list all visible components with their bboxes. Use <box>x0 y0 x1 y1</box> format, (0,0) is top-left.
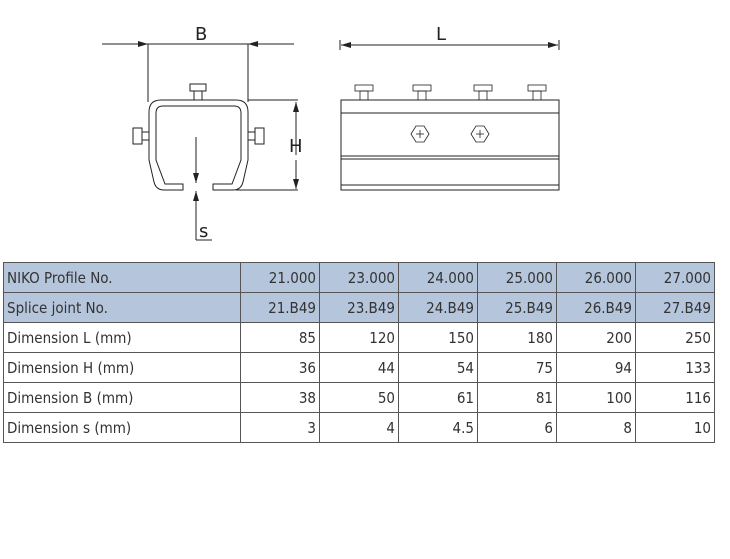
table-cell: 4 <box>319 412 399 443</box>
table-cell: 250 <box>635 322 715 353</box>
profile-cross-section: B H s <box>102 24 303 242</box>
table-cell: 21.000 <box>240 262 320 293</box>
table-cell: 21.B49 <box>240 292 320 323</box>
table-cell: 23.000 <box>319 262 399 293</box>
table-cell: 94 <box>556 352 636 383</box>
table-cell: 116 <box>635 382 715 413</box>
dimension-l-label: L <box>436 24 446 45</box>
table-cell: 26.B49 <box>556 292 636 323</box>
table-cell: 25.000 <box>477 262 557 293</box>
table-cell: 133 <box>635 352 715 383</box>
table-cell: 100 <box>556 382 636 413</box>
table-cell: 50 <box>319 382 399 413</box>
row-label: Dimension H (mm) <box>3 352 241 383</box>
table-cell: 120 <box>319 322 399 353</box>
table-cell: 27.000 <box>635 262 715 293</box>
table-cell: 54 <box>398 352 478 383</box>
table-cell: 150 <box>398 322 478 353</box>
table-cell: 24.B49 <box>398 292 478 323</box>
table-cell: 4.5 <box>398 412 478 443</box>
table-cell: 81 <box>477 382 557 413</box>
dimension-b-label: B <box>195 24 207 45</box>
row-label: Dimension B (mm) <box>3 382 241 413</box>
table-cell: 23.B49 <box>319 292 399 323</box>
table-cell: 75 <box>477 352 557 383</box>
table-cell: 26.000 <box>556 262 636 293</box>
table-cell: 25.B49 <box>477 292 557 323</box>
table-cell: 6 <box>477 412 557 443</box>
dimension-h-label: H <box>289 136 303 157</box>
table-cell: 44 <box>319 352 399 383</box>
table-cell: 27.B49 <box>635 292 715 323</box>
table-cell: 38 <box>240 382 320 413</box>
table-cell: 10 <box>635 412 715 443</box>
technical-drawing: B H s L <box>102 24 560 242</box>
row-label: NIKO Profile No. <box>3 262 241 293</box>
table-cell: 8 <box>556 412 636 443</box>
row-label: Dimension s (mm) <box>3 412 241 443</box>
dimension-s-label: s <box>199 221 208 242</box>
table-cell: 200 <box>556 322 636 353</box>
table-cell: 3 <box>240 412 320 443</box>
row-label: Splice joint No. <box>3 292 241 323</box>
row-label: Dimension L (mm) <box>3 322 241 353</box>
splice-side-view: L <box>339 24 560 191</box>
table-cell: 85 <box>240 322 320 353</box>
table-cell: 61 <box>398 382 478 413</box>
table-cell: 180 <box>477 322 557 353</box>
table-cell: 24.000 <box>398 262 478 293</box>
table-cell: 36 <box>240 352 320 383</box>
